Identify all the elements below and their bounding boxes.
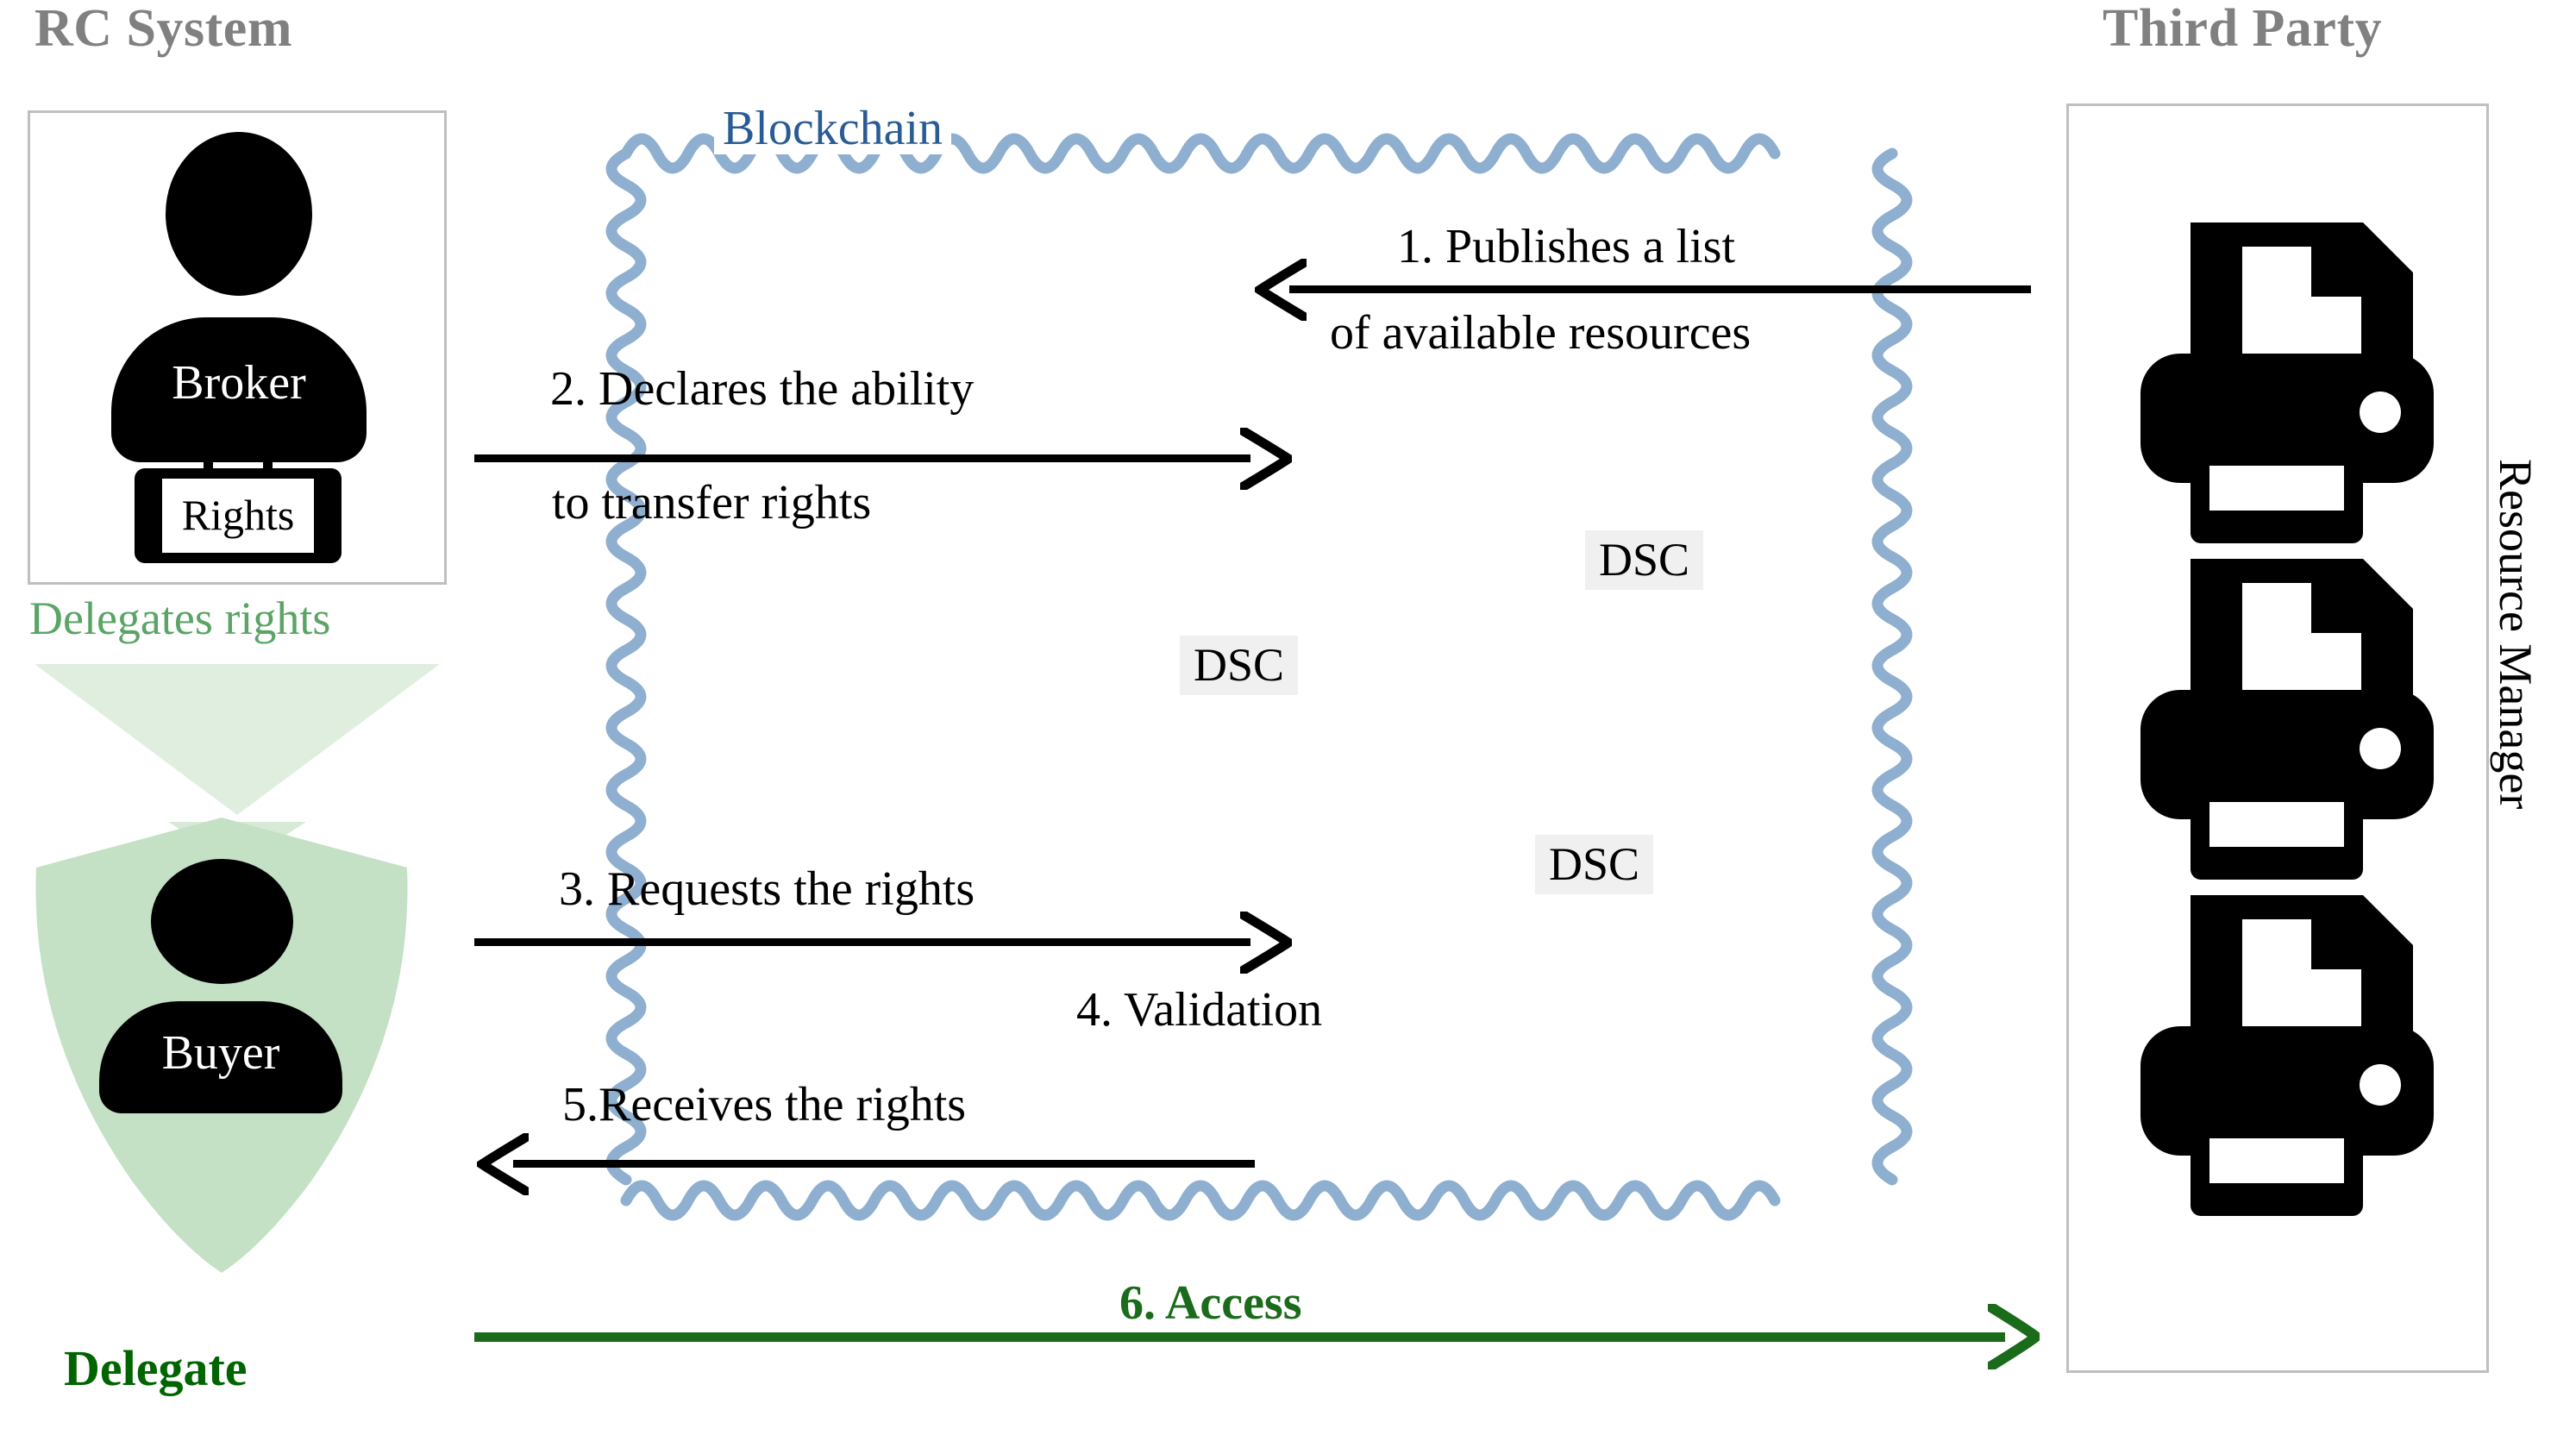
buyer-role-label: Buyer — [161, 1026, 280, 1080]
step-2-arrow-line — [474, 454, 1250, 462]
smart-contract-chip-1: DSC — [1585, 530, 1704, 590]
step-3-label: 3. Requests the rights — [559, 862, 975, 916]
step-1-arrow-head-left-icon — [1255, 259, 1307, 321]
rights-briefcase-icon: Rights — [135, 444, 342, 563]
step-4-label: 4. Validation — [1076, 983, 1323, 1037]
page-title-third-party: Third Party — [2103, 0, 2383, 58]
step-1-label-line1: 1. Publishes a list — [1397, 220, 1736, 273]
buyer-body-icon: Buyer — [99, 1001, 342, 1113]
blockchain-label: Blockchain — [714, 103, 952, 154]
printer-icon-1 — [2140, 222, 2434, 543]
delegate-caption: Delegate — [64, 1340, 248, 1396]
buyer-head-icon — [151, 859, 293, 984]
step-2-label-line1: 2. Declares the ability — [550, 362, 975, 416]
smart-contract-chip-3: DSC — [1535, 835, 1654, 894]
page-title-rc-system: RC System — [34, 0, 292, 58]
step-5-arrow-head-left-icon — [477, 1133, 529, 1195]
briefcase-handle — [204, 444, 273, 475]
step-3-arrow-line — [474, 938, 1250, 946]
delegates-rights-note: Delegates rights — [29, 592, 331, 644]
broker-role-label: Broker — [172, 356, 306, 410]
buyer-avatar: Buyer — [28, 818, 416, 1275]
broker-body-icon: Broker — [111, 317, 367, 462]
step-2-arrow-head-right-icon — [1240, 428, 1292, 490]
step-1-arrow-line — [1289, 285, 2031, 293]
briefcase-face: Rights — [162, 479, 314, 553]
broker-head-icon — [166, 132, 312, 296]
printer-icon-2 — [2140, 559, 2434, 880]
step-6-arrow-head-right-icon — [1988, 1304, 2040, 1369]
step-6-arrow-line — [474, 1332, 2005, 1342]
smart-contract-chip-2: DSC — [1180, 636, 1299, 695]
printer-icon-3 — [2140, 895, 2434, 1216]
step-1-label-line2: of available resources — [1330, 306, 1752, 360]
step-5-label: 5.Receives the rights — [562, 1078, 967, 1131]
step-2-label-line2: to transfer rights — [552, 476, 872, 530]
step-5-arrow-line — [513, 1160, 1255, 1168]
step-3-arrow-head-right-icon — [1240, 912, 1292, 974]
step-6-label: 6. Access — [1119, 1276, 1302, 1330]
broker-avatar: Broker Rights — [28, 110, 447, 585]
rights-label: Rights — [181, 491, 295, 539]
resource-manager-label: Resource Manager — [2490, 459, 2542, 810]
